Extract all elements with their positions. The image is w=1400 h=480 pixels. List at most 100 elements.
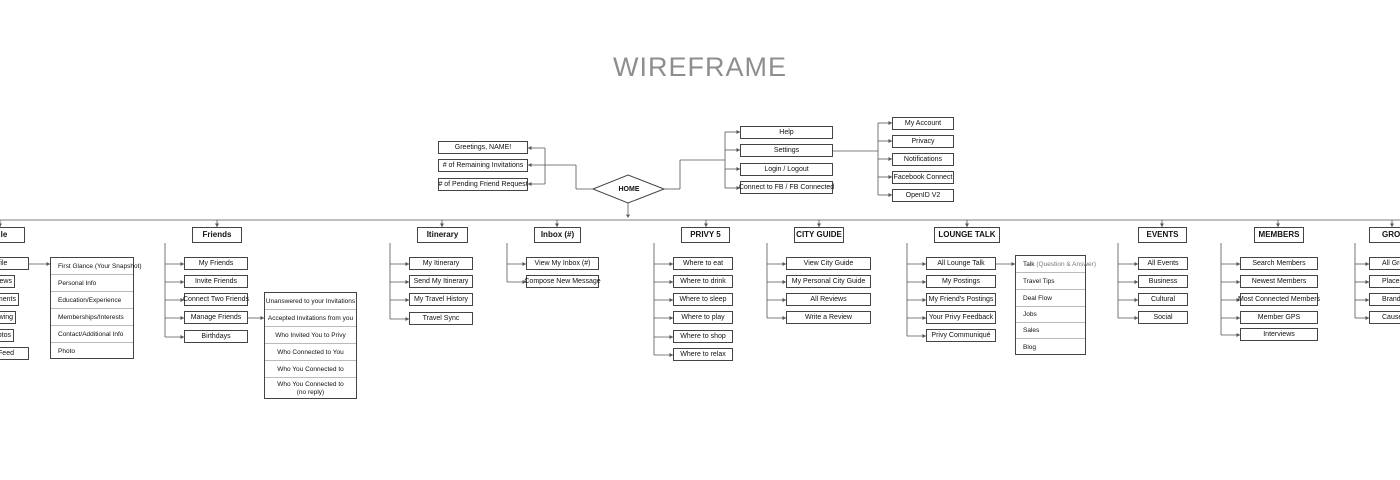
panel-row[interactable]: Contact/Additional Info xyxy=(51,326,133,343)
privy5-item[interactable]: Where to eat xyxy=(673,257,733,270)
privy5-item[interactable]: Where to drink xyxy=(673,275,733,288)
home-remaining-invitations-box[interactable]: # of Remaining Invitations xyxy=(438,159,528,172)
panel-row[interactable]: Accepted Invitations from you xyxy=(265,310,356,327)
openid-box[interactable]: OpenID V2 xyxy=(892,189,954,202)
connector-arrow xyxy=(180,262,184,266)
section-header-privy5[interactable]: PRIVY 5 xyxy=(681,227,730,243)
panel-row[interactable]: Sales xyxy=(1016,323,1085,339)
notifications-box[interactable]: Notifications xyxy=(892,153,954,166)
connector-arrow xyxy=(922,334,926,338)
connector-arrow xyxy=(180,280,184,284)
inbox-item[interactable]: Compose New Message xyxy=(524,275,601,288)
connector-arrow xyxy=(405,298,409,302)
connector-arrow xyxy=(736,186,740,190)
panel-row[interactable]: Talk (Question & Answer) xyxy=(1016,256,1096,273)
lounge-item[interactable]: Privy Communiqué xyxy=(926,329,996,342)
privacy-box[interactable]: Privacy xyxy=(892,135,954,148)
panel-row[interactable]: Memberships/Interests xyxy=(51,309,133,326)
panel-row[interactable]: Who Connected to You xyxy=(265,344,356,361)
section-header-lounge-talk[interactable]: LOUNGE TALK xyxy=(934,227,1000,243)
connector-arrow xyxy=(888,157,892,161)
login-logout-box[interactable]: Login / Logout xyxy=(740,163,833,176)
lounge-item[interactable]: My Friend's Postings xyxy=(926,293,996,306)
home-node[interactable]: HOME xyxy=(618,185,640,193)
connector-arrow xyxy=(888,121,892,125)
groups-item[interactable]: All Gro xyxy=(1369,257,1400,270)
settings-box[interactable]: Settings xyxy=(740,144,833,157)
events-item[interactable]: All Events xyxy=(1138,257,1188,270)
connector-arrow xyxy=(1236,298,1240,302)
panel-row[interactable]: Deal Flow xyxy=(1016,290,1085,307)
itinerary-item[interactable]: Travel Sync xyxy=(409,312,473,325)
members-item[interactable]: Search Members xyxy=(1240,257,1318,270)
cityguide-item[interactable]: View City Guide xyxy=(786,257,871,270)
section-header-inbox[interactable]: Inbox (#) xyxy=(534,227,581,243)
panel-row[interactable]: Personal Info xyxy=(51,275,133,292)
profile-item[interactable]: owing xyxy=(0,311,16,324)
members-item[interactable]: Member GPS xyxy=(1240,311,1318,324)
connector-arrow xyxy=(922,280,926,284)
lounge-talk-panel: Talk (Question & Answer) Travel Tips Dea… xyxy=(1015,255,1096,355)
connector-arrow xyxy=(782,280,786,284)
friends-item[interactable]: Birthdays xyxy=(184,330,248,343)
profile-item[interactable]: views xyxy=(0,275,15,288)
friends-item[interactable]: Connect Two Friends xyxy=(183,293,249,306)
my-account-box[interactable]: My Account xyxy=(892,117,954,130)
panel-row[interactable]: Who You Connected to (no reply) xyxy=(277,381,344,396)
groups-item[interactable]: Brand xyxy=(1369,293,1400,306)
section-header-profile[interactable]: rofile xyxy=(0,227,25,243)
inbox-item[interactable]: View My Inbox (#) xyxy=(526,257,599,270)
events-item[interactable]: Business xyxy=(1138,275,1188,288)
itinerary-item[interactable]: Send My Itinerary xyxy=(409,275,473,288)
cityguide-item[interactable]: All Reviews xyxy=(786,293,871,306)
profile-item[interactable]: lements xyxy=(0,293,19,306)
cityguide-item[interactable]: Write a Review xyxy=(786,311,871,324)
lounge-item[interactable]: All Lounge Talk xyxy=(926,257,996,270)
section-header-cityguide[interactable]: CITY GUIDE xyxy=(794,227,844,243)
home-pending-requests-box[interactable]: # of Pending Friend Request xyxy=(438,178,528,191)
home-greeting-box[interactable]: Greetings, NAME! xyxy=(438,141,528,154)
profile-item[interactable]: Feed xyxy=(0,347,29,360)
privy5-item[interactable]: Where to shop xyxy=(673,330,733,343)
section-header-events[interactable]: EVENTS xyxy=(1138,227,1187,243)
panel-row[interactable]: Who Invited You to Privy xyxy=(265,327,356,344)
groups-item[interactable]: Places xyxy=(1369,275,1400,288)
itinerary-item[interactable]: My Travel History xyxy=(409,293,473,306)
members-item[interactable]: Newest Members xyxy=(1240,275,1318,288)
friends-item[interactable]: Invite Friends xyxy=(184,275,248,288)
section-header-members[interactable]: MEMBERS xyxy=(1254,227,1304,243)
fb-connect-box[interactable]: Connect to FB / FB Connected xyxy=(739,181,834,194)
panel-row[interactable]: Travel Tips xyxy=(1016,273,1085,290)
panel-row[interactable]: Who You Connected to xyxy=(265,361,356,378)
panel-row[interactable]: Unanswered to your Invitations xyxy=(265,293,356,310)
facebook-connect-box[interactable]: Facebook Connect xyxy=(892,171,954,184)
members-item[interactable]: Interviews xyxy=(1240,328,1318,341)
members-item[interactable]: Most Connected Members xyxy=(1238,293,1320,306)
profile-item[interactable]: Profile xyxy=(0,257,29,270)
itinerary-item[interactable]: My Itinerary xyxy=(409,257,473,270)
connector-arrow xyxy=(736,148,740,152)
lounge-item[interactable]: Your Privy Feedback xyxy=(926,311,996,324)
friends-item[interactable]: My Friends xyxy=(184,257,248,270)
section-header-groups[interactable]: GROU xyxy=(1369,227,1400,243)
section-header-friends[interactable]: Friends xyxy=(192,227,242,243)
panel-row[interactable]: Jobs xyxy=(1016,307,1085,323)
events-item[interactable]: Social xyxy=(1138,311,1188,324)
cityguide-item[interactable]: My Personal City Guide xyxy=(786,275,871,288)
panel-row[interactable]: First Glance (Your Snapshot) xyxy=(51,258,142,275)
groups-item[interactable]: Cause xyxy=(1369,311,1400,324)
friends-item[interactable]: Manage Friends xyxy=(184,311,248,324)
privy5-item[interactable]: Where to relax xyxy=(673,348,733,361)
lounge-item[interactable]: My Postings xyxy=(926,275,996,288)
section-header-itinerary[interactable]: Itinerary xyxy=(417,227,468,243)
privy5-item[interactable]: Where to sleep xyxy=(673,293,733,306)
profile-item[interactable]: hotos xyxy=(0,329,14,342)
connector-arrow xyxy=(669,298,673,302)
help-box[interactable]: Help xyxy=(740,126,833,139)
panel-row[interactable]: Photo xyxy=(58,347,75,355)
panel-row[interactable]: Education/Experience xyxy=(51,292,133,309)
panel-row[interactable]: Blog xyxy=(1023,343,1037,351)
events-item[interactable]: Cultural xyxy=(1138,293,1188,306)
privy5-item[interactable]: Where to play xyxy=(673,311,733,324)
connector-arrow xyxy=(736,130,740,134)
